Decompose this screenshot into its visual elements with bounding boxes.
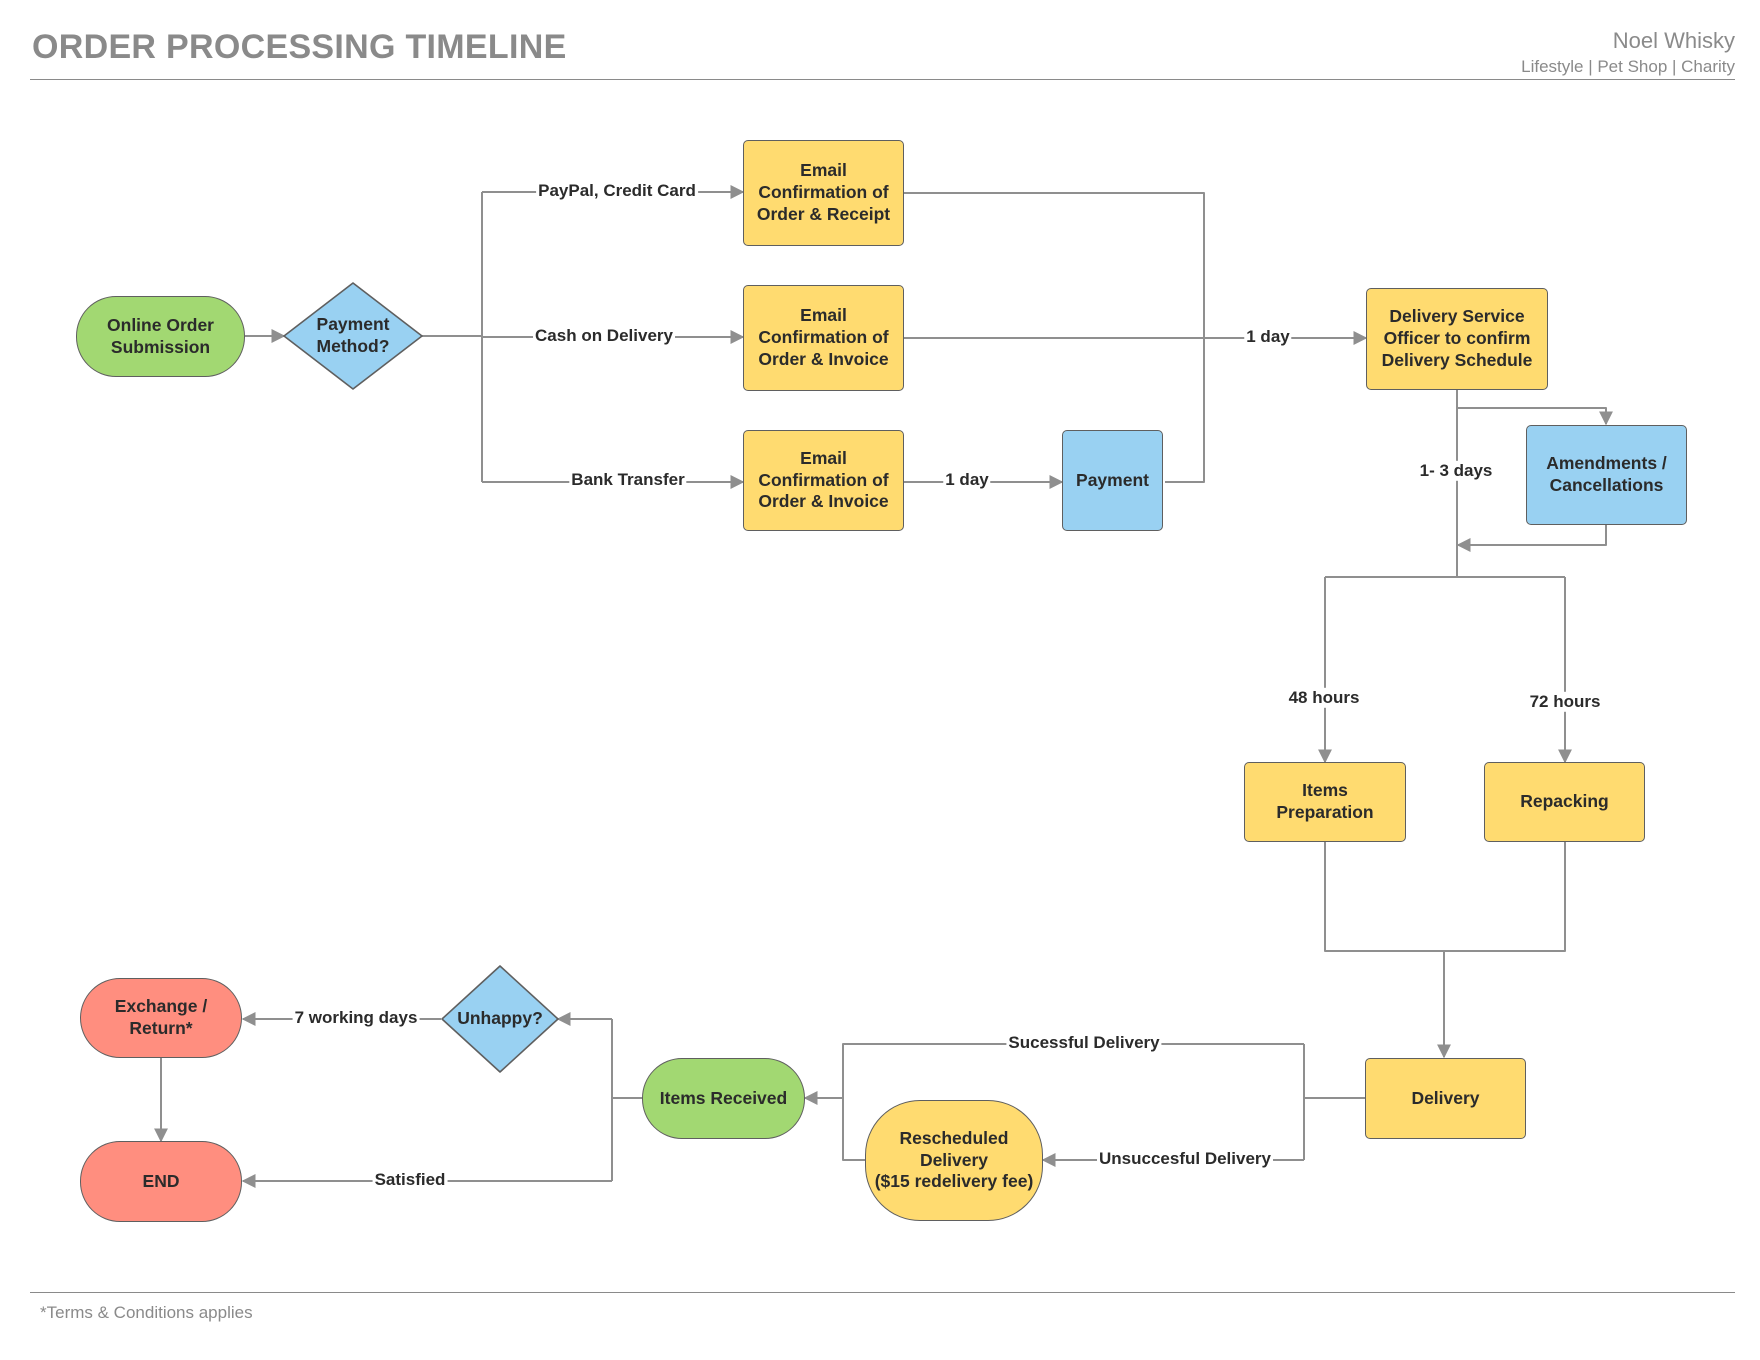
rescheduled-delivery-node[interactable]: Rescheduled Delivery ($15 redelivery fee… bbox=[865, 1100, 1043, 1221]
header-divider bbox=[30, 79, 1735, 80]
page-title: ORDER PROCESSING TIMELINE bbox=[32, 28, 567, 66]
label-72-hours: 72 hours bbox=[1527, 691, 1603, 713]
label-unsuccessful-delivery: Unsuccesful Delivery bbox=[1097, 1148, 1273, 1170]
delivery-node[interactable]: Delivery bbox=[1365, 1058, 1526, 1139]
label-bank: Bank Transfer bbox=[569, 469, 687, 491]
items-received-node[interactable]: Items Received bbox=[642, 1058, 805, 1139]
delivery-officer-node[interactable]: Delivery Service Officer to confirm Deli… bbox=[1366, 288, 1548, 390]
edge-receipt-to-merge bbox=[904, 192, 1205, 338]
payment-method-label: Payment Method? bbox=[316, 314, 390, 356]
edge-received-split bbox=[611, 1019, 642, 1181]
payment-method-diamond[interactable] bbox=[283, 282, 423, 390]
edge-prep-merge bbox=[1324, 842, 1566, 952]
edge-payment-to-merge bbox=[1165, 338, 1205, 483]
label-one-day-payment: 1 day bbox=[943, 469, 991, 491]
repacking-node[interactable]: Repacking bbox=[1484, 762, 1645, 842]
label-one-three-days: 1- 3 days bbox=[1417, 460, 1495, 482]
label-cod: Cash on Delivery bbox=[533, 325, 675, 347]
edge-rescheduled-back bbox=[842, 1098, 865, 1161]
label-one-day-delivery: 1 day bbox=[1244, 326, 1292, 348]
edge-payment-method-trunk bbox=[422, 192, 483, 482]
email-invoice-cod-node[interactable]: Email Confirmation of Order & Invoice bbox=[743, 285, 904, 391]
label-48-hours: 48 hours bbox=[1286, 687, 1362, 709]
footer-divider bbox=[30, 1292, 1735, 1293]
label-satisfied: Satisfied bbox=[372, 1169, 448, 1191]
amendments-node[interactable]: Amendments / Cancellations bbox=[1526, 425, 1687, 525]
label-paypal: PayPal, Credit Card bbox=[536, 180, 698, 202]
author-name: Noel Whisky bbox=[1612, 28, 1735, 53]
edge-officer-to-amendments bbox=[1456, 390, 1613, 426]
label-successful-delivery: Sucessful Delivery bbox=[1006, 1032, 1162, 1054]
payment-node[interactable]: Payment bbox=[1062, 430, 1163, 531]
unhappy-diamond[interactable] bbox=[441, 965, 559, 1073]
author-subtitle: Lifestyle | Pet Shop | Charity bbox=[1521, 57, 1735, 76]
email-receipt-node[interactable]: Email Confirmation of Order & Receipt bbox=[743, 140, 904, 246]
unhappy-label: Unhappy? bbox=[457, 1008, 543, 1029]
footnote: *Terms & Conditions applies bbox=[40, 1303, 253, 1322]
online-order-node[interactable]: Online Order Submission bbox=[76, 296, 245, 377]
exchange-return-node[interactable]: Exchange / Return* bbox=[80, 978, 242, 1058]
label-working-days: 7 working days bbox=[292, 1007, 420, 1029]
end-node[interactable]: END bbox=[80, 1141, 242, 1222]
edge-amendments-back bbox=[1456, 525, 1607, 552]
items-preparation-node[interactable]: Items Preparation bbox=[1244, 762, 1406, 842]
email-invoice-bank-node[interactable]: Email Confirmation of Order & Invoice bbox=[743, 430, 904, 531]
